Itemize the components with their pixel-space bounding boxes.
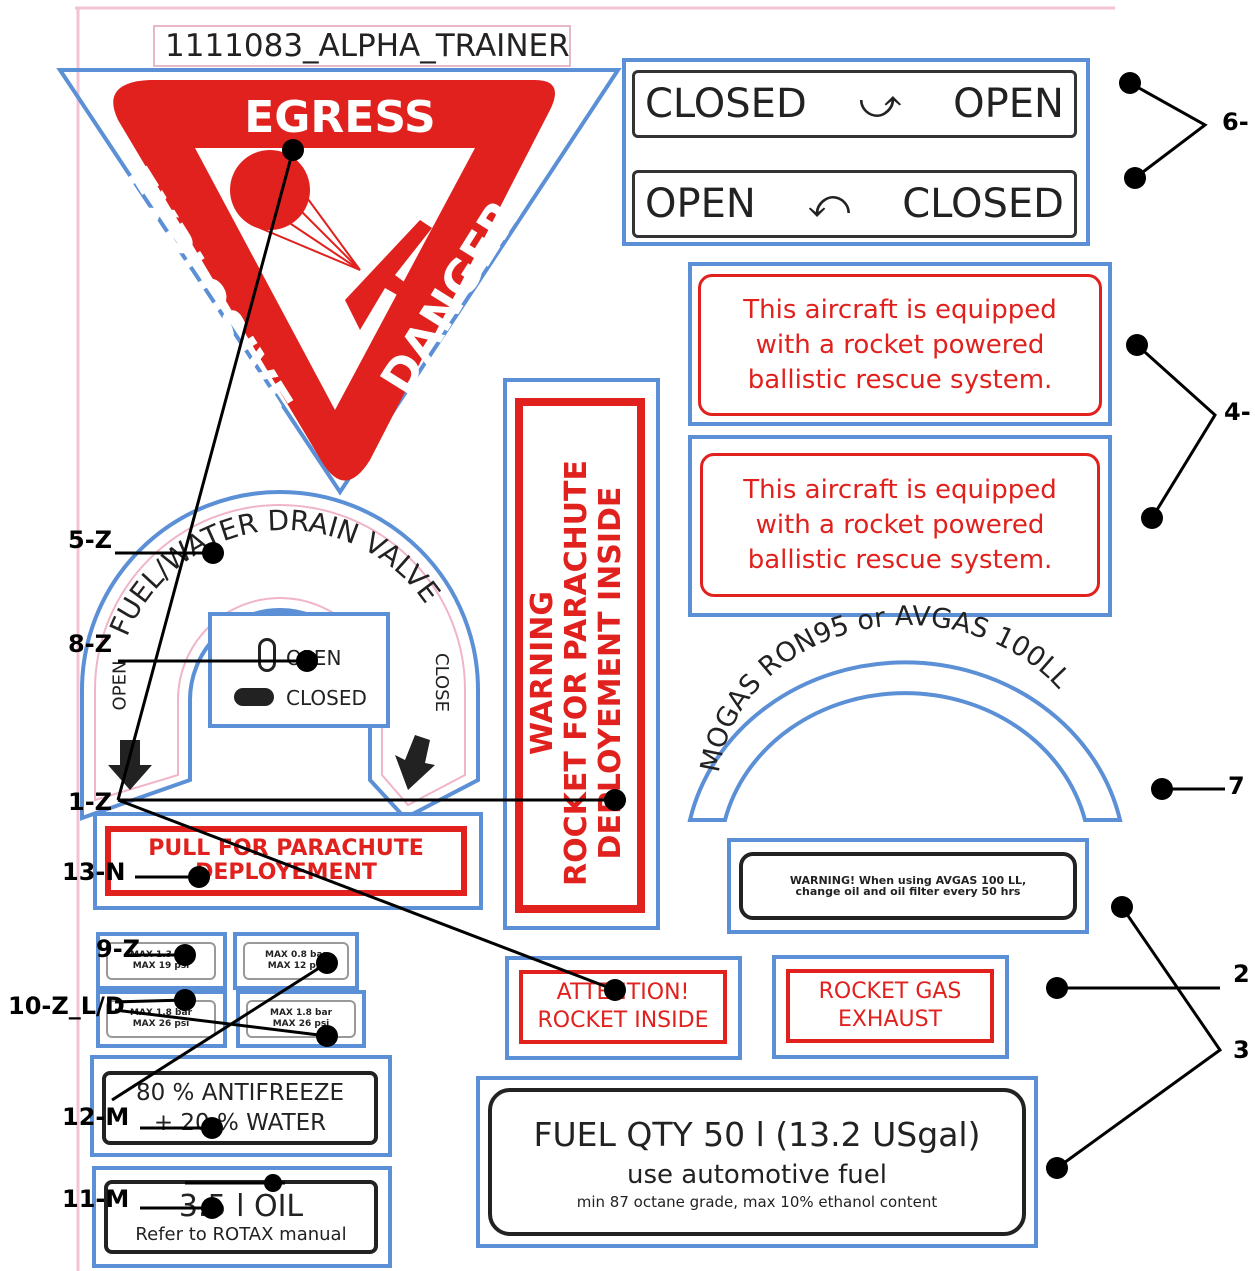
avgas-line-1: WARNING! When using AVGAS 100 LL, [789,874,1027,887]
attention-line-2: ROCKET INSIDE [537,1008,709,1033]
toggle-up-icon [258,638,276,672]
pull-parachute-placard: PULL FOR PARACHUTE DEPLOYEMENT [93,812,483,910]
oil-line-2: Refer to ROTAX manual [135,1223,347,1245]
oil-line-1: 3.5 l OIL [178,1188,304,1224]
attention-rocket-placard: ATTENTION! ROCKET INSIDE [505,956,742,1060]
parachute-lines-icon [259,194,361,271]
tire-pressure-placard-a: MAX 1.3 bar MAX 19 psi [96,932,227,990]
notice-line: This aircraft is equipped [743,474,1057,505]
closed-label: CLOSED [645,81,807,127]
aircraft-icon [345,220,432,330]
toggle-side-icon [234,688,274,706]
egress-top-text: EGRESS [244,92,436,143]
antifreeze-placard: 80 % ANTIFREEZE + 20 % WATER [90,1055,392,1157]
tire-pressure-placard-b: MAX 0.8 bar MAX 12 psi [233,932,359,990]
antifreeze-line-1: 80 % ANTIFREEZE [135,1080,345,1106]
fuel-quantity-placard: FUEL QTY 50 l (13.2 USgal) use automotiv… [476,1076,1038,1248]
open-arrow-icon [108,740,152,790]
parachute-canopy-icon [230,150,310,230]
pressure-psi: MAX 26 psi [272,1019,330,1029]
closed-label: CLOSED [902,181,1064,227]
pull-line-1: PULL FOR PARACHUTE [148,836,424,861]
callout-12: 12-M [62,1103,130,1131]
callout-5: 5-Z [68,526,113,554]
callout-13: 13-N [62,858,126,886]
pressure-bar: MAX 1.8 bar [129,1008,193,1018]
callout-6: 6- [1222,108,1249,136]
toggle-closed-label: CLOSED [286,686,367,710]
rocket-gas-line-2: EXHAUST [837,1007,943,1032]
warning-rocket-vertical-placard: WARNING ROCKET FOR PARACHUTE DEPLOYEMENT… [503,378,660,930]
avgas-line-2: change oil and oil filter every 50 hrs [795,885,1021,898]
fuel-qty-line-3: min 87 octane grade, max 10% ethanol con… [576,1193,938,1211]
antifreeze-line-2: + 20 % WATER [153,1110,327,1136]
callout-1: 1-Z [68,788,113,816]
pressure-psi: MAX 26 psi [132,1019,190,1029]
curved-arrow-icon: ⤻ [858,81,902,127]
callout-2: 2 [1233,960,1250,988]
notice-line: with a rocket powered [755,329,1045,360]
pressure-bar: MAX 0.8 bar [264,950,328,960]
open-label: OPEN [645,181,756,227]
notice-line: ballistic rescue system. [747,364,1053,395]
notice-line: This aircraft is equipped [743,294,1057,325]
close-arrow-icon [395,735,435,790]
rocket-notice-placard-2: This aircraft is equipped with a rocket … [688,435,1112,617]
callout-9: 9-Z [96,935,141,963]
rocket-notice-placard-1: This aircraft is equipped with a rocket … [688,262,1112,426]
callout-8: 8-Z [68,630,113,658]
pressure-bar: MAX 1.8 bar [269,1008,333,1018]
open-label: OPEN [953,81,1064,127]
callout-11: 11-M [62,1185,130,1213]
pressure-psi: MAX 19 psi [132,961,190,971]
callout-10: 10-Z_L/D [8,992,125,1020]
pressure-psi: MAX 12 psi [267,961,325,971]
valve-switch-placards: CLOSED ⤻ OPEN OPEN ⤺ CLOSED [622,58,1090,246]
avgas-warning-placard: WARNING! When using AVGAS 100 LL, change… [727,838,1089,934]
notice-line: with a rocket powered [755,509,1045,540]
sheet-title: 1111083_ALPHA_TRAINER [153,25,571,67]
curved-arrow-icon: ⤺ [807,181,851,227]
toggle-open-closed-placard: OPEN CLOSED [208,612,390,728]
rocket-gas-line-1: ROCKET GAS [818,979,962,1004]
notice-line: ballistic rescue system. [747,544,1053,575]
callout-3: 3 [1233,1036,1250,1064]
callout-4: 4- [1224,398,1251,426]
rocket-gas-exhaust-placard: ROCKET GAS EXHAUST [772,955,1009,1059]
fuel-qty-line-2: use automotive fuel [627,1160,887,1190]
fuel-qty-line-1: FUEL QTY 50 l (13.2 USgal) [533,1115,981,1154]
callout-7: 7 [1228,772,1245,800]
